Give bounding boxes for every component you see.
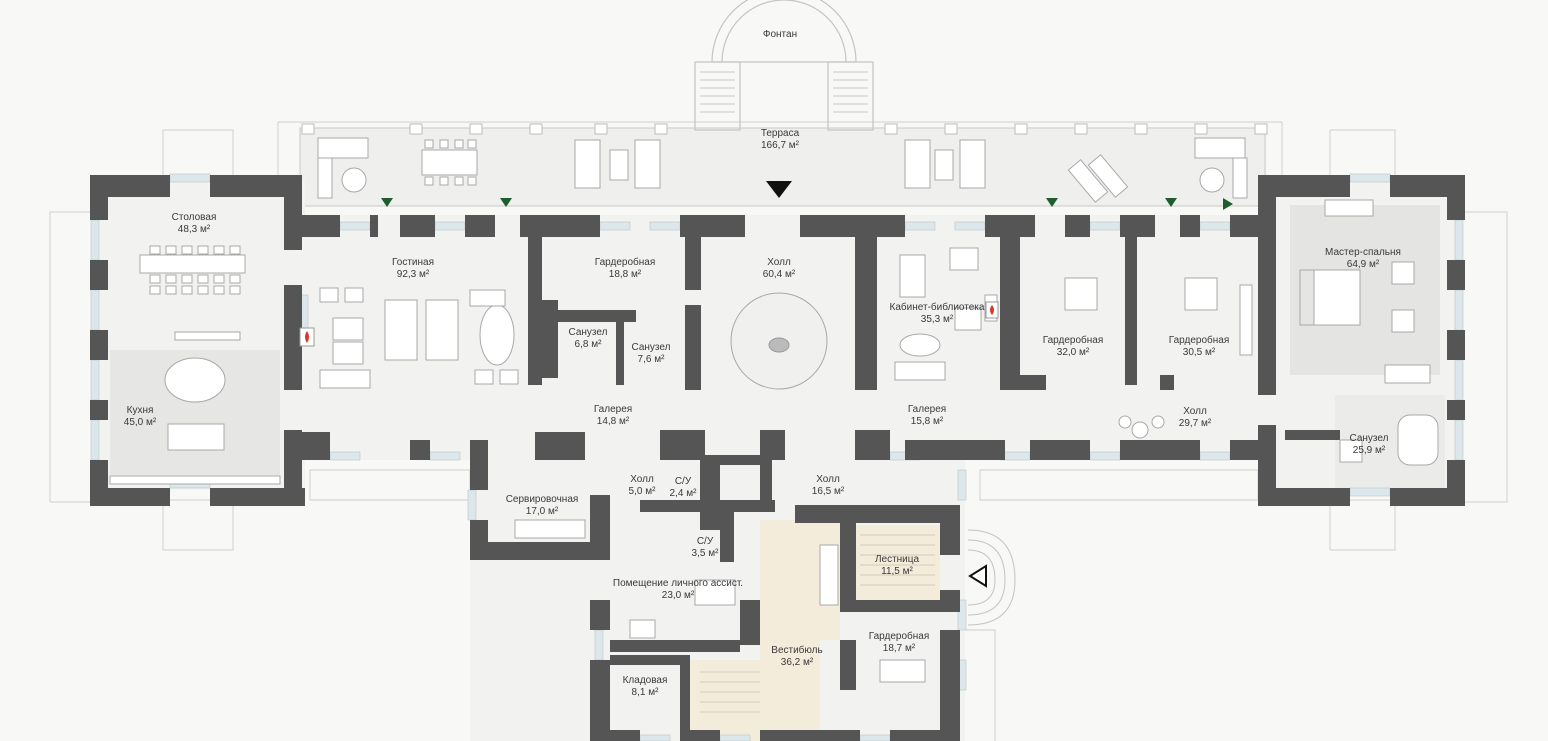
room-name: Гостиная: [392, 257, 434, 268]
walls: [90, 175, 1465, 741]
main-entrance-icon: [766, 181, 792, 198]
room-area: 48,3 м²: [177, 224, 211, 235]
room-name: Холл: [1183, 406, 1207, 417]
room-label-assistant: Помещение личного ассист.23,0 м²: [613, 578, 743, 602]
room-area: 16,5 м²: [811, 486, 845, 497]
room-name: Санузел: [631, 342, 671, 353]
furniture: [109, 137, 1439, 683]
room-area: 6,8 м²: [574, 339, 602, 350]
room-name: Гардеробная: [1168, 335, 1230, 346]
room-area: 15,8 м²: [910, 416, 944, 427]
room-area: 5,0 м²: [628, 486, 656, 497]
side-entrance-steps: [967, 529, 1016, 626]
room-name: Кабинет-библиотека: [889, 302, 985, 313]
room-name: Холл: [767, 257, 791, 268]
terrace-exit-icon: [381, 198, 1233, 210]
room-area: 60,4 м²: [762, 269, 796, 280]
room-name: Холл: [816, 474, 840, 485]
fountain: [694, 0, 874, 131]
room-area: 92,3 м²: [396, 269, 430, 280]
room-area: 30,5 м²: [1182, 347, 1216, 358]
room-name: Санузел: [1349, 433, 1389, 444]
room-area: 7,6 м²: [637, 354, 665, 365]
room-name: Холл: [630, 474, 654, 485]
room-area: 166,7 м²: [760, 140, 800, 151]
room-area: 18,7 м²: [882, 643, 916, 654]
room-area: 29,7 м²: [1178, 418, 1212, 429]
room-name: Кухня: [126, 405, 154, 416]
room-name: Сервировочная: [505, 494, 579, 505]
room-name: Вестибюль: [771, 645, 823, 656]
room-area: 2,4 м²: [669, 488, 697, 499]
room-name: С/У: [674, 476, 692, 487]
room-area: 25,9 м²: [1352, 445, 1386, 456]
room-area: 36,2 м²: [780, 657, 814, 668]
room-name: Санузел: [568, 327, 608, 338]
room-name: Мастер-спальня: [1325, 247, 1401, 258]
room-name: С/У: [696, 536, 714, 547]
room-name: Столовая: [171, 212, 217, 223]
room-area: 17,0 м²: [525, 506, 559, 517]
room-area: 3,5 м²: [691, 548, 719, 559]
side-entrance-icon: [968, 564, 987, 588]
room-area: 23,0 м²: [661, 590, 695, 601]
room-area: 35,3 м²: [920, 314, 954, 325]
room-name: Фонтан: [762, 29, 798, 40]
stair-treads: [700, 534, 935, 713]
room-area: 8,1 м²: [631, 687, 659, 698]
room-name: Галерея: [907, 404, 947, 415]
room-area: 32,0 м²: [1056, 347, 1090, 358]
room-name: Гардеробная: [1042, 335, 1104, 346]
room-name: Лестница: [874, 554, 920, 565]
room-name: Кладовая: [622, 675, 668, 686]
room-area: 64,9 м²: [1346, 259, 1380, 270]
fireplace-icon: [985, 301, 999, 319]
fireplace-icon: [299, 327, 315, 347]
room-area: 14,8 м²: [596, 416, 630, 427]
room-label-fountain: Фонтан: [763, 29, 797, 41]
room-name: Гардеробная: [868, 631, 930, 642]
room-area: 11,5 м²: [881, 566, 913, 577]
room-area: 45,0 м²: [123, 417, 157, 428]
room-area: 18,8 м²: [608, 269, 642, 280]
room-name: Помещение личного ассист.: [612, 578, 744, 589]
room-name: Галерея: [593, 404, 633, 415]
room-name: Терраса: [760, 128, 800, 139]
room-name: Гардеробная: [594, 257, 656, 268]
